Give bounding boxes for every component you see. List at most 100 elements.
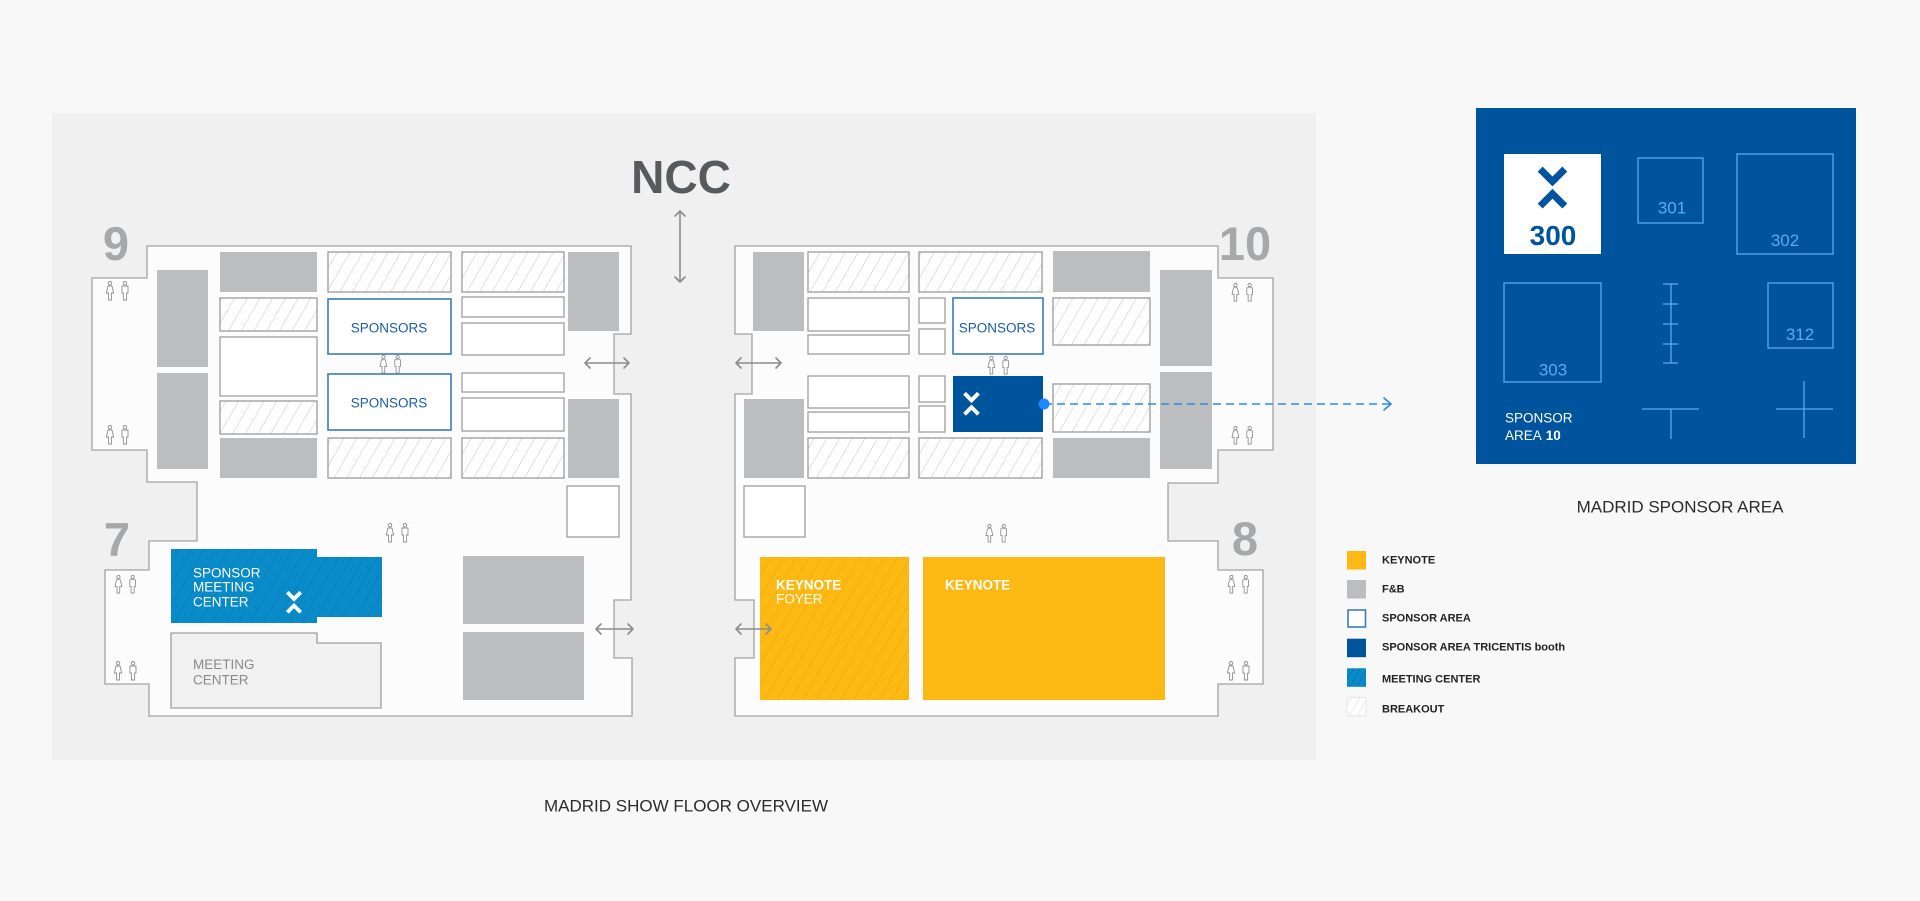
breakout-room	[807, 251, 910, 293]
legend-label-tricentis-booth: SPONSOR AREA TRICENTIS booth	[1382, 642, 1565, 654]
sponsors-label: SPONSORS	[351, 396, 428, 411]
breakout-room	[807, 437, 910, 479]
double-arrow-icon	[595, 623, 634, 635]
room	[918, 297, 946, 324]
fnb-area	[157, 270, 208, 367]
meeting-center-label: MEETING	[193, 657, 255, 672]
sponsor-area-title: MADRID SPONSOR AREA	[1577, 498, 1785, 517]
sponsor-area-label: SPONSOR	[1505, 410, 1573, 425]
overview-title: MADRID SHOW FLOOR OVERVIEW	[544, 797, 828, 816]
legend-label-breakout: BREAKOUT	[1382, 703, 1445, 715]
room	[918, 328, 946, 355]
legend-swatch-breakout	[1346, 696, 1367, 717]
legend-swatch-fnb	[1347, 580, 1366, 599]
fnb-area	[753, 252, 804, 331]
sponsors-area	[952, 297, 1044, 355]
legend-swatch-tricentis-booth	[1347, 638, 1366, 658]
legend-label-sponsor-area: SPONSOR AREA	[1382, 613, 1471, 625]
breakout-room	[219, 400, 318, 435]
sponsor-meeting-center-label: CENTER	[193, 595, 249, 610]
sponsor-meeting-center-label: MEETING	[193, 580, 255, 595]
sponsor-meeting-center-label: SPONSOR	[193, 566, 261, 581]
tricentis-booth	[953, 376, 1043, 432]
legend: KEYNOTE F&B SPONSOR AREA SPONSOR AREA TR…	[1346, 551, 1565, 717]
legend-swatch-sponsor-area	[1347, 609, 1367, 628]
booth-number-302: 302	[1771, 231, 1799, 250]
breakout-room	[219, 297, 318, 332]
booth-divider-cross	[1776, 381, 1833, 438]
meeting-center-label: CENTER	[193, 672, 249, 687]
booth-312	[1767, 282, 1834, 349]
fnb-area	[568, 399, 619, 478]
double-arrow-icon	[735, 357, 782, 369]
room	[461, 397, 565, 432]
hall-number-7: 7	[104, 513, 130, 566]
keynote-label: KEYNOTE	[945, 577, 1010, 592]
room	[918, 375, 946, 403]
hall-number-8: 8	[1232, 512, 1258, 565]
meeting-center	[170, 632, 382, 709]
callout-arrowhead-icon	[1383, 397, 1393, 411]
legend-swatch-meeting-center-hatch	[1347, 668, 1366, 687]
legend-label-fnb: F&B	[1382, 583, 1405, 595]
booth-number-303: 303	[1539, 361, 1567, 380]
callout-dot	[1038, 398, 1050, 410]
double-arrow-icon	[735, 623, 772, 635]
keynote-hall	[923, 557, 1165, 700]
fnb-area	[1053, 251, 1150, 292]
fnb-area	[1160, 372, 1212, 469]
sponsor-area-number: 10	[1546, 428, 1561, 443]
venue-name: NCC	[631, 151, 731, 203]
vertical-double-arrow-icon	[674, 210, 686, 283]
breakout-room	[1052, 297, 1151, 346]
sponsor-meeting-center	[171, 549, 382, 623]
room	[807, 375, 910, 409]
fnb-area	[1053, 438, 1150, 478]
fnb-area	[157, 373, 208, 469]
legend-label-meeting-center: MEETING CENTER	[1382, 673, 1480, 685]
fnb-area	[463, 632, 584, 700]
fnb-area	[220, 252, 317, 292]
breakout-room	[461, 251, 565, 293]
booth-divider-t	[1642, 408, 1699, 439]
keynote-foyer-label: FOYER	[776, 591, 823, 606]
fnb-area	[463, 556, 584, 624]
sponsors-area	[327, 373, 452, 431]
double-arrow-icon	[584, 357, 630, 369]
booth-301	[1637, 157, 1704, 224]
hall-number-10: 10	[1219, 217, 1271, 270]
fnb-area	[220, 438, 317, 478]
room	[461, 322, 565, 356]
sponsor-area-label: AREA 10	[1505, 428, 1561, 443]
breakout-room	[461, 437, 565, 479]
keynote-foyer	[760, 557, 909, 700]
booth-number-301: 301	[1658, 198, 1686, 217]
hall-number-9: 9	[103, 217, 129, 270]
breakout-room	[918, 437, 1043, 479]
keynote-foyer-label: KEYNOTE	[776, 577, 841, 592]
breakout-room	[918, 251, 1043, 293]
room	[461, 296, 565, 318]
booth-300-tricentis	[1504, 154, 1601, 254]
breakout-room	[327, 437, 452, 479]
breakout-room	[1052, 383, 1151, 433]
sponsors-label: SPONSORS	[351, 321, 428, 336]
fnb-area	[1160, 270, 1212, 366]
sponsor-area-label-word: AREA	[1505, 428, 1542, 443]
legend-swatch-keynote	[1347, 551, 1366, 570]
booth-302	[1736, 153, 1834, 255]
room	[461, 372, 565, 393]
sponsors-label: SPONSORS	[959, 321, 1036, 336]
room	[807, 297, 910, 332]
booth-divider-ladder	[1663, 283, 1678, 364]
sponsors-area	[327, 298, 452, 355]
room	[219, 336, 318, 397]
breakout-room	[327, 251, 452, 293]
room	[807, 411, 910, 433]
booth-number-312: 312	[1786, 325, 1814, 344]
booth-303	[1503, 282, 1602, 383]
booth-number-300: 300	[1530, 220, 1577, 251]
legend-label-keynote: KEYNOTE	[1382, 554, 1435, 566]
room	[807, 334, 910, 355]
